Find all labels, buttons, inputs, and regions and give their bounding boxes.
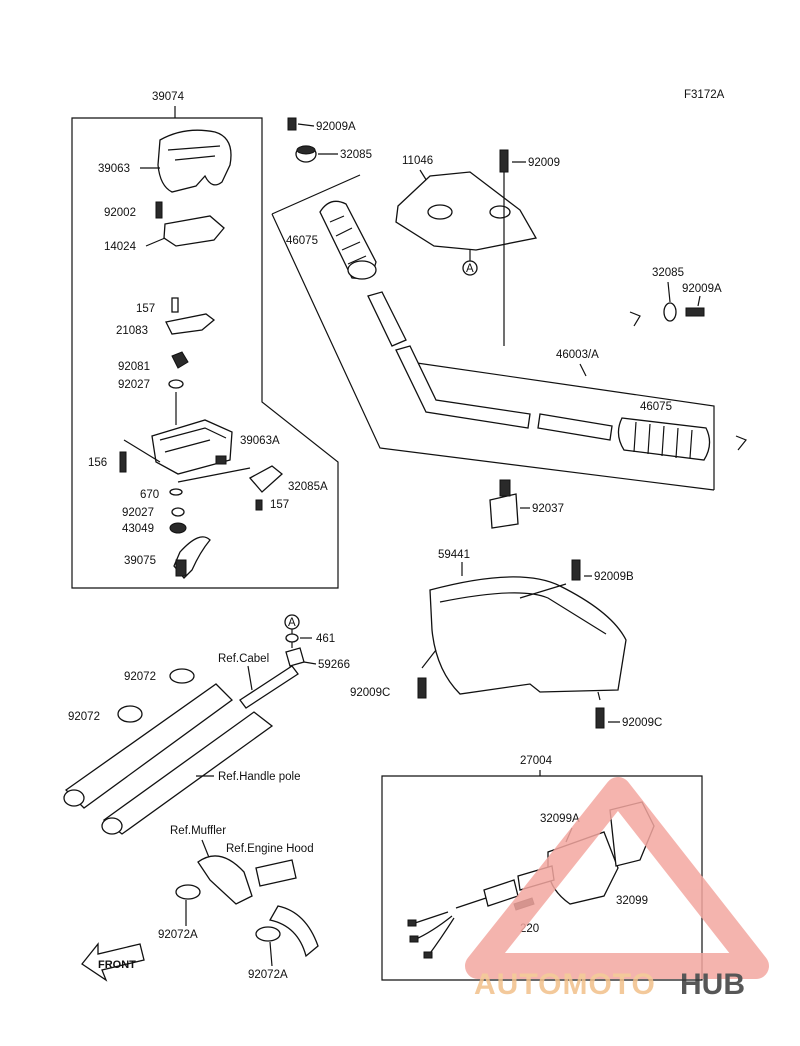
group-frame-27004 bbox=[381, 775, 703, 981]
label-A-top: A bbox=[466, 263, 474, 275]
front-label: FRONT bbox=[98, 959, 136, 971]
watermark-text-part2: HUB bbox=[680, 968, 745, 1001]
label-92072-b: 92072 bbox=[68, 711, 100, 723]
label-92027-a: 92027 bbox=[118, 379, 150, 391]
label-ref-engine-hood: Ref.Engine Hood bbox=[226, 843, 314, 855]
label-156: 156 bbox=[88, 457, 107, 469]
label-46003A: 46003/A bbox=[556, 349, 599, 361]
label-670: 670 bbox=[140, 489, 159, 501]
label-92009A-right: 92009A bbox=[682, 283, 722, 295]
handlebar-group: 92009A 32085 11046 92009 A 46075 46003/A… bbox=[271, 117, 747, 529]
label-27004: 27004 bbox=[520, 755, 553, 767]
label-59441: 59441 bbox=[438, 549, 470, 561]
label-92037: 92037 bbox=[532, 503, 564, 515]
label-32099A: 32099A bbox=[540, 813, 580, 825]
handlebar-46003A bbox=[395, 345, 531, 429]
label-A-mid: A bbox=[288, 617, 296, 629]
grip-46075-right bbox=[617, 417, 711, 461]
label-92081: 92081 bbox=[118, 361, 150, 373]
figure-code: F3172A bbox=[684, 89, 725, 101]
plate-11046 bbox=[395, 171, 538, 251]
cover-group: 59441 92009B 92009C 92009C bbox=[350, 549, 662, 729]
label-39074: 39074 bbox=[152, 91, 185, 103]
muffler-group: Ref.Muffler Ref.Engine Hood 92072A 92072… bbox=[158, 825, 319, 981]
label-157-a: 157 bbox=[136, 303, 155, 315]
group-frame-39074 bbox=[71, 117, 339, 589]
label-39063: 39063 bbox=[98, 163, 130, 175]
label-32085-right: 32085 bbox=[652, 267, 684, 279]
watermark-text-part1: AUTOMOTO bbox=[474, 968, 656, 1001]
label-46075-left: 46075 bbox=[286, 235, 318, 247]
label-461: 461 bbox=[316, 633, 335, 645]
watermark: AUTOMOTO HUB bbox=[465, 777, 769, 1001]
lower-housing-39063A bbox=[151, 419, 233, 475]
clamp-92037 bbox=[489, 493, 519, 529]
cover-39063 bbox=[157, 129, 232, 193]
label-92009A-top: 92009A bbox=[316, 121, 356, 133]
label-92009: 92009 bbox=[528, 157, 560, 169]
label-ref-muffler: Ref.Muffler bbox=[170, 825, 226, 837]
label-21083: 21083 bbox=[116, 325, 148, 337]
watermark-triangle-icon bbox=[465, 777, 769, 979]
label-92002: 92002 bbox=[104, 207, 136, 219]
label-ref-handle-pole: Ref.Handle pole bbox=[218, 771, 300, 783]
handle-cover-59441 bbox=[429, 576, 627, 695]
front-arrow: FRONT bbox=[81, 942, 145, 982]
label-92009C-right: 92009C bbox=[622, 717, 662, 729]
label-39063A: 39063A bbox=[240, 435, 280, 447]
label-11046: 11046 bbox=[402, 155, 433, 167]
label-157-b: 157 bbox=[270, 499, 289, 511]
label-43049: 43049 bbox=[122, 523, 154, 535]
label-14024: 14024 bbox=[104, 241, 137, 253]
cap-32085A bbox=[248, 465, 284, 493]
label-92072-a: 92072 bbox=[124, 671, 156, 683]
label-92027-b: 92027 bbox=[122, 507, 154, 519]
label-46075-right: 46075 bbox=[640, 401, 672, 413]
label-32085-top: 32085 bbox=[340, 149, 372, 161]
switch-housing-group: 39074 39063 92002 14024 157 21083 92081 … bbox=[71, 91, 339, 589]
label-92072A-a: 92072A bbox=[158, 929, 198, 941]
plate-14024 bbox=[163, 215, 225, 247]
label-39075: 39075 bbox=[124, 555, 156, 567]
label-92009C-left: 92009C bbox=[350, 687, 390, 699]
bracket-21083 bbox=[165, 313, 216, 335]
label-59266: 59266 bbox=[318, 659, 350, 671]
label-32099: 32099 bbox=[616, 895, 648, 907]
label-92009B: 92009B bbox=[594, 571, 634, 583]
label-32085A: 32085A bbox=[288, 481, 328, 493]
handle-pole-group: A 461 59266 Ref.Cabel 92072 92072 Ref.Ha… bbox=[63, 614, 350, 835]
label-92072A-b: 92072A bbox=[248, 969, 288, 981]
label-ref-cabel: Ref.Cabel bbox=[218, 653, 269, 665]
